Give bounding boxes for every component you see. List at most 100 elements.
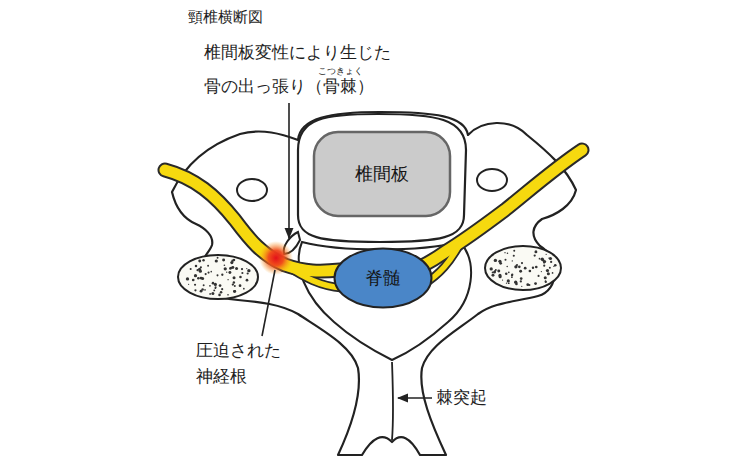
spinal-canal: [299, 242, 471, 360]
annotation-label: 骨の出っ張り（骨棘）: [204, 76, 374, 96]
texture-dot: [545, 254, 546, 255]
texture-dot: [197, 277, 200, 280]
texture-dot: [516, 264, 517, 265]
texture-dot: [494, 270, 496, 272]
texture-dot: [243, 288, 245, 290]
texture-dot: [506, 282, 507, 283]
vertebral-body: [298, 114, 466, 242]
texture-dot: [227, 294, 229, 296]
texture-dot: [226, 271, 227, 272]
texture-dot: [520, 280, 522, 282]
texture-dot: [550, 261, 552, 263]
pointer-arrow: [398, 397, 432, 399]
nerve-root: [165, 150, 582, 288]
texture-dot: [490, 267, 493, 270]
texture-dot: [492, 274, 495, 277]
texture-dot: [511, 273, 513, 275]
ruby-reading: こつきょく: [318, 66, 363, 77]
texture-dot: [554, 264, 557, 267]
texture-dot: [241, 268, 243, 270]
texture-dot: [497, 269, 500, 272]
texture-dot: [502, 279, 503, 280]
cord-shape: [335, 249, 432, 308]
texture-dot: [194, 284, 196, 286]
texture-dot: [552, 272, 554, 274]
texture-dot: [504, 259, 506, 261]
texture-dot: [209, 285, 211, 287]
texture-dot: [218, 294, 221, 297]
texture-dot: [541, 258, 544, 261]
texture-dot: [549, 267, 551, 269]
texture-dot: [213, 289, 215, 291]
texture-dot: [219, 284, 222, 287]
texture-dot: [520, 277, 523, 280]
texture-dot: [506, 266, 507, 267]
texture-dot: [247, 269, 250, 272]
texture-dot: [196, 269, 198, 271]
texture-dot: [233, 276, 236, 279]
texture-dot: [247, 272, 249, 274]
texture-dot: [492, 272, 494, 274]
texture-dot: [541, 271, 542, 272]
texture-dot: [532, 266, 534, 268]
texture-dot: [220, 291, 223, 294]
annotation-label: 椎間板変性により生じた: [204, 42, 391, 62]
articular-facet: [485, 246, 561, 290]
texture-dot: [228, 271, 231, 274]
texture-dot: [211, 292, 214, 295]
texture-dot: [513, 250, 515, 252]
texture-dot: [541, 259, 544, 262]
texture-dot: [235, 267, 238, 270]
transverse-foramen: [477, 169, 507, 191]
spinal-cord: 脊髄: [333, 247, 433, 309]
texture-dot: [534, 250, 537, 253]
vertebra-outline: [172, 112, 576, 455]
texture-dot: [195, 265, 197, 267]
texture-dot: [192, 279, 195, 282]
texture-dot: [212, 282, 215, 285]
annotation-label: 圧迫された: [196, 340, 281, 360]
texture-dot: [229, 267, 232, 270]
texture-dot: [198, 260, 201, 263]
texture-dot: [239, 284, 242, 287]
texture-dot: [222, 259, 225, 262]
texture-dot: [498, 260, 501, 263]
texture-dot: [513, 255, 515, 257]
texture-dot: [217, 257, 219, 259]
texture-dot: [224, 267, 227, 270]
texture-dot: [186, 277, 189, 280]
texture-dot: [507, 279, 510, 282]
texture-dot: [545, 281, 547, 283]
texture-dot: [208, 272, 210, 274]
texture-dot: [194, 274, 197, 277]
texture-dot: [234, 285, 236, 287]
texture-dot: [508, 272, 510, 274]
texture-dot: [504, 252, 505, 253]
texture-dot: [203, 284, 205, 286]
texture-dot: [508, 282, 510, 284]
texture-dot: [207, 265, 209, 267]
texture-dot: [221, 274, 223, 276]
texture-dot: [538, 275, 540, 277]
texture-dot: [190, 268, 192, 270]
part-label: 脊髄: [365, 267, 401, 289]
texture-dot: [512, 260, 513, 261]
texture-dot: [505, 272, 508, 275]
texture-dot: [539, 258, 541, 260]
texture-dot: [543, 265, 545, 267]
texture-dot: [188, 284, 189, 285]
texture-dot: [511, 276, 513, 278]
texture-dot: [224, 264, 226, 266]
annotation-label: 棘突起: [436, 387, 487, 407]
texture-dot: [194, 289, 196, 291]
texture-dot: [210, 271, 212, 273]
transverse-foramen: [237, 179, 267, 201]
texture-dot: [215, 259, 218, 262]
texture-dot: [549, 257, 552, 260]
texture-dot: [534, 282, 537, 285]
texture-dot: [524, 267, 527, 270]
articular-facet: [178, 255, 258, 299]
